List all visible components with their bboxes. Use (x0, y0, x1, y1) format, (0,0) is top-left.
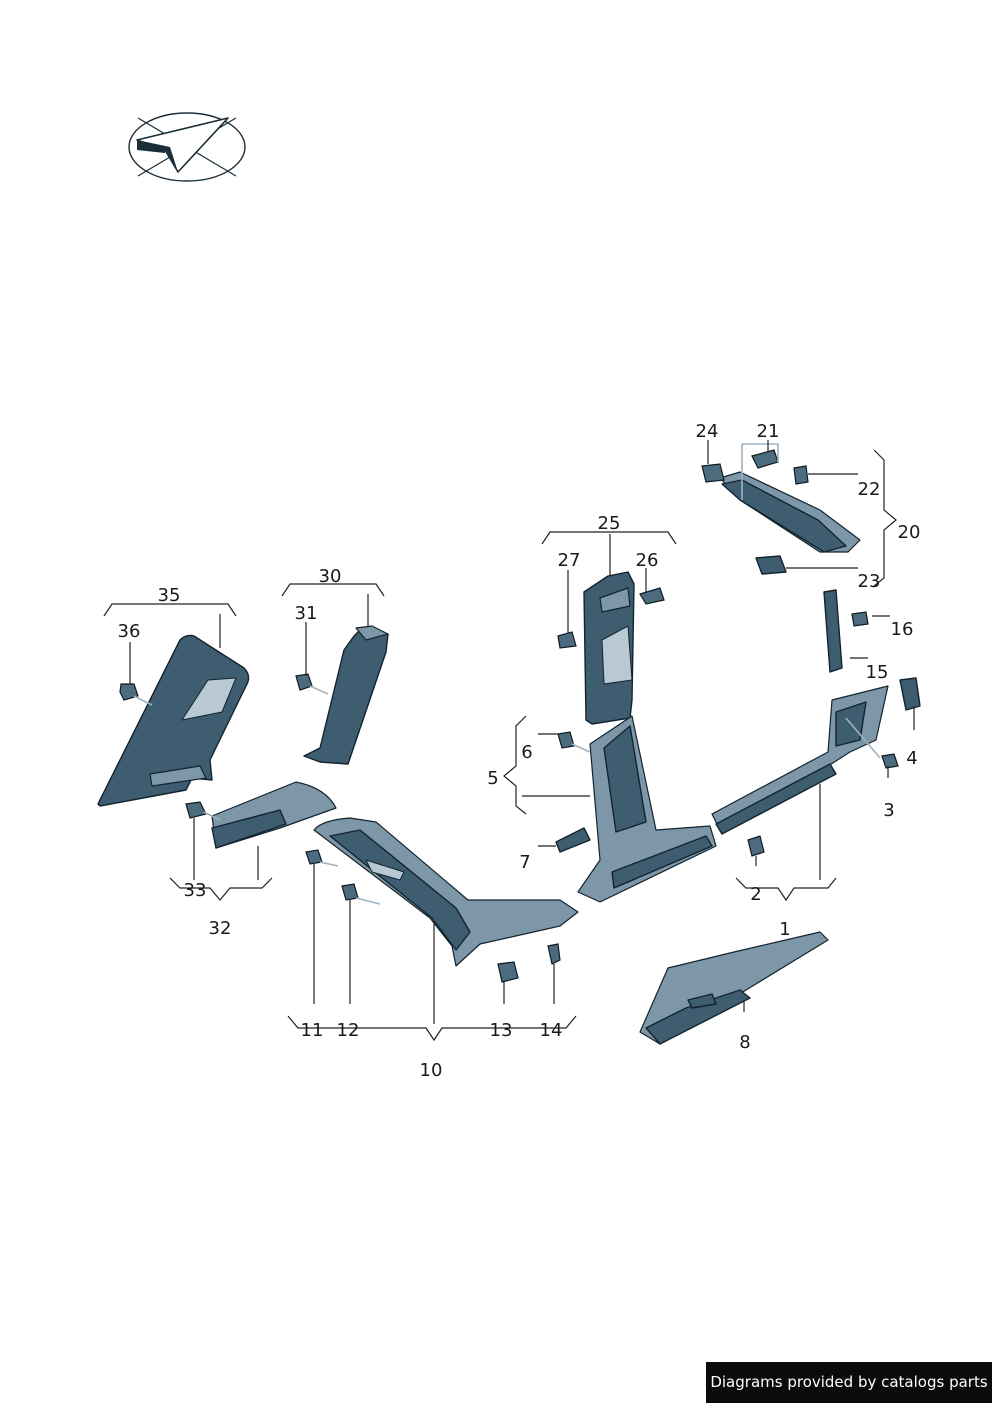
part-35-quarter-panel (97, 634, 250, 807)
part-2-sill-trim (711, 685, 889, 835)
part-11-clip (305, 849, 339, 867)
callout-33: 33 (184, 880, 207, 901)
part-23-light (755, 555, 787, 575)
callout-20: 20 (898, 522, 921, 543)
part-31-clip (295, 673, 329, 695)
callout-labels: 1 2 3 4 5 6 7 8 10 11 12 13 14 15 16 20 … (118, 421, 921, 1081)
callout-23: 23 (858, 571, 881, 592)
callout-14: 14 (540, 1020, 563, 1041)
part-8-front-sill (639, 931, 829, 1045)
callout-3: 3 (883, 800, 894, 821)
callout-13: 13 (490, 1020, 513, 1041)
part-20-upper-trim (719, 471, 861, 553)
part-16-clip (851, 611, 869, 627)
callout-21: 21 (757, 421, 780, 442)
part-24-fastener (701, 463, 725, 483)
part-3-clip (845, 717, 899, 769)
credit-banner: Diagrams provided by catalogs parts (706, 1362, 992, 1403)
callout-35: 35 (158, 585, 181, 606)
brackets (103, 449, 897, 1042)
part-14-clip (547, 943, 561, 965)
callout-8: 8 (739, 1032, 750, 1053)
callout-2: 2 (750, 884, 761, 905)
callout-27: 27 (558, 550, 581, 571)
direction-arrow-emblem-icon (128, 112, 246, 182)
part-15-strip (823, 589, 843, 673)
callout-25: 25 (598, 513, 621, 534)
part-26-bolt (639, 587, 665, 605)
part-30-pillar-trim (303, 625, 389, 765)
part-27-clip (557, 631, 577, 649)
callout-15: 15 (866, 662, 889, 683)
callout-5: 5 (487, 768, 498, 789)
part-5-b-pillar-lower (577, 715, 717, 903)
callout-1: 1 (779, 919, 790, 940)
callout-10: 10 (420, 1060, 443, 1081)
callout-26: 26 (636, 550, 659, 571)
part-13-clip (497, 961, 519, 983)
part-10-lower-trim (313, 817, 579, 967)
part-36-clip (119, 683, 153, 706)
part-4-cover (899, 677, 921, 711)
part-22-clip (793, 465, 809, 485)
leader-lines (129, 440, 915, 1024)
callout-30: 30 (319, 566, 342, 587)
callout-22: 22 (858, 479, 881, 500)
callout-11: 11 (301, 1020, 324, 1041)
part-12-clip (341, 883, 381, 905)
callout-7: 7 (519, 852, 530, 873)
part-7-foam-block (555, 827, 591, 853)
callout-6: 6 (521, 742, 532, 763)
callout-32: 32 (209, 918, 232, 939)
part-2-clip (747, 835, 765, 857)
callout-31: 31 (295, 603, 318, 624)
part-33-clip (185, 801, 221, 821)
callout-12: 12 (337, 1020, 360, 1041)
part-6-clip (557, 731, 591, 753)
callout-4: 4 (906, 748, 917, 769)
part-21-screw (751, 449, 779, 469)
callout-36: 36 (118, 621, 141, 642)
callout-24: 24 (696, 421, 719, 442)
callout-16: 16 (891, 619, 914, 640)
part-25-b-pillar-upper (583, 571, 635, 725)
part-32-lower-trim (211, 781, 337, 849)
